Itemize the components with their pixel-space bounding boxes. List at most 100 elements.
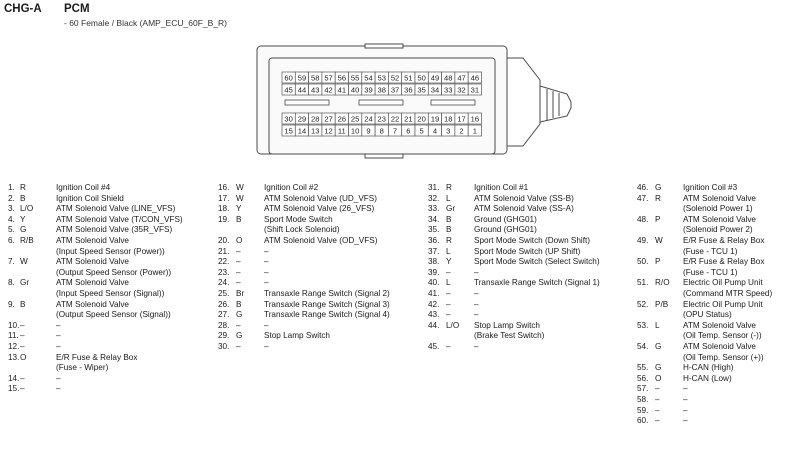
pin-number-label: 38 [378,85,386,94]
pin-description: ATM Solenoid Valve [56,299,129,309]
pin-number-label: 41 [338,85,346,94]
wire-color: – [20,320,25,330]
pin-number: 30. [218,342,230,351]
pin-number: 44. [428,320,440,330]
wire-color: R/O [655,278,670,288]
wire-color: – [655,384,660,394]
pin-description: (Output Speed Sensor (Signal)) [56,310,171,320]
pin-description: (Fuse - TCU 1) [683,246,738,256]
pin-description: ATM Solenoid Valve (SS-B) [474,193,574,203]
pin-number-label: 28 [311,114,319,123]
wire-color: – [446,267,451,277]
pin-number: 9. [8,299,15,309]
pin-number: 50. [637,257,649,267]
pin-number: 17. [218,193,230,203]
pin-number-label: 10 [351,126,359,135]
wire-color: – [236,267,241,277]
pin-number-label: 45 [284,85,292,94]
wire-color: – [20,384,25,394]
pin-number-label: 42 [324,85,332,94]
pin-number-label: 8 [380,126,384,135]
pin-number-label: 15 [284,126,292,135]
pin-description: Transaxle Range Switch (Signal 4) [264,310,390,320]
pin-description: Sport Mode Switch [264,214,333,224]
wire-color: – [446,342,451,351]
pin-description: (Shift Lock Solenoid) [264,225,340,235]
pin-description: – [474,310,479,320]
pin-description: – [264,320,269,330]
pin-description: (Input Speed Sensor (Power)) [56,246,165,256]
pin-number-label: 54 [364,73,372,82]
wire-color: – [20,342,25,351]
pin-number: 45. [428,342,440,351]
pin-number-label: 44 [298,85,306,94]
pin-description: ATM Solenoid Valve [683,320,756,330]
pin-number: 19. [218,214,230,224]
pin-number-label: 26 [338,114,346,123]
pin-number: 55. [637,363,649,373]
pin-number: 5. [8,225,15,235]
pin-number: 29. [218,331,230,341]
pin-number: 37. [428,246,440,256]
pin-description: E/R Fuse & Relay Box [56,352,138,362]
wire-color: L [655,320,660,330]
pin-description: (Oil Temp. Sensor (+)) [683,352,764,362]
pin-number: 14. [8,373,20,383]
wire-color: R/B [20,236,34,245]
pin-number: 3. [8,204,15,214]
pin-number: 46. [637,183,649,192]
pin-number: 48. [637,214,649,224]
pin-number: 60. [637,416,649,426]
wire-color: L [446,193,451,203]
wire-color: P/B [655,299,669,309]
connector-code: CHG-A [4,3,42,15]
pin-number: 59. [637,405,649,415]
pin-number: 23. [218,267,230,277]
pin-number-label: 24 [364,114,372,123]
pin-number-label: 43 [311,85,319,94]
pin-number: 16. [218,183,230,192]
pin-description: – [264,278,269,288]
pin-number: 57. [637,384,649,394]
pin-description: Ground (GHG01) [474,214,537,224]
pin-description: H-CAN (High) [683,363,734,373]
pin-description: Electric Oil Pump Unit [683,278,763,288]
pin-description: H-CAN (Low) [683,373,732,383]
pin-description: Ignition Coil Shield [56,193,124,203]
pin-number-label: 4 [433,126,437,135]
pin-number: 20. [218,236,230,245]
wire-color: Y [236,204,242,214]
pin-number: 31. [428,183,440,192]
pin-description: ATM Solenoid Valve [56,257,129,267]
pin-number: 52. [637,299,649,309]
wire-color: Y [20,214,26,224]
pin-number-label: 5 [420,126,424,135]
pin-number: 47. [637,193,649,203]
wire-color: Y [446,257,452,267]
pin-number: 15. [8,384,20,394]
pin-number: 4. [8,214,15,224]
pin-description: Transaxle Range Switch (Signal 2) [264,289,390,298]
pin-number: 58. [637,395,649,404]
pin-description: – [474,342,479,351]
pin-cell [467,71,482,84]
connector-name: PCM [64,3,90,15]
pin-number-label: 47 [457,73,465,82]
wire-color: G [20,225,27,235]
pin-description: (Solenoid Power 1) [683,204,753,214]
pin-number-label: 59 [298,73,306,82]
pin-number: 11. [8,331,19,341]
pin-number-label: 11 [338,126,346,135]
pin-number: 25. [218,289,230,298]
wire-color: L [446,246,451,256]
pin-number-label: 51 [404,73,412,82]
pin-number-label: 27 [324,114,332,123]
wire-color: – [655,405,660,415]
pin-description: ATM Solenoid Valve [683,214,756,224]
pin-number: 56. [637,373,649,383]
wire-color: R [20,183,26,192]
wire-color: G [236,331,243,341]
wire-color: G [236,310,243,320]
